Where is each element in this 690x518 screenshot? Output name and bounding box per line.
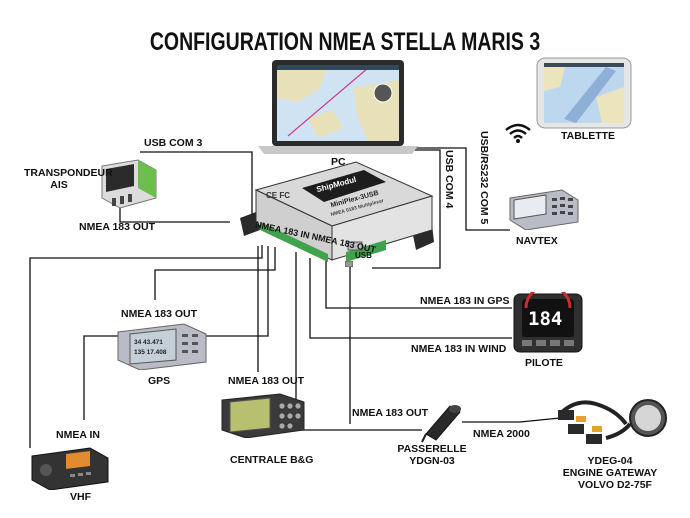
centrale-out-label: NMEA 183 OUT bbox=[228, 375, 305, 387]
gps-device bbox=[116, 322, 208, 371]
gps-screen-line2: 135 17.408 bbox=[134, 349, 167, 356]
ydeg-label-2: ENGINE GATEWAY bbox=[562, 467, 658, 479]
usb-com4-label: USB COM 4 bbox=[443, 150, 455, 209]
passerelle-label-1: PASSERELLE bbox=[397, 443, 467, 455]
usb-rs232-com5-label: USB/RS232 COM 5 bbox=[478, 131, 490, 225]
centrale-bg-device bbox=[220, 392, 306, 439]
wire-ais bbox=[119, 208, 230, 223]
tablet-device bbox=[536, 57, 632, 129]
centrale-label: CENTRALE B&G bbox=[230, 454, 314, 466]
ais-label-2: AIS bbox=[50, 179, 68, 191]
vhf-label: VHF bbox=[70, 491, 91, 503]
ydeg-label-3: VOLVO D2-75F bbox=[578, 479, 652, 491]
wire-passerelle bbox=[295, 252, 422, 431]
passerelle-label-2: YDGN-03 bbox=[409, 455, 455, 467]
miniplex-hub bbox=[236, 160, 436, 270]
pilote-gps-in-label: NMEA 183 IN GPS bbox=[420, 295, 510, 307]
ydeg-label-1: YDEG-04 bbox=[587, 455, 633, 467]
wire-nmea2000 bbox=[462, 417, 561, 423]
usb-com3-label: USB COM 3 bbox=[144, 137, 203, 149]
vhf-in-label: NMEA IN bbox=[56, 429, 100, 441]
wire-usb-com3 bbox=[140, 151, 253, 215]
wire-pilote-gps bbox=[325, 260, 512, 309]
wire-usb-com5 bbox=[410, 147, 510, 231]
wire-gps bbox=[154, 247, 276, 300]
gps-out-label: NMEA 183 OUT bbox=[121, 308, 198, 320]
pc-label: PC bbox=[331, 156, 346, 168]
ydeg-device bbox=[556, 394, 670, 454]
ais-out-label: NMEA 183 OUT bbox=[79, 221, 156, 233]
hub-usb-label: USB bbox=[355, 251, 372, 260]
passerelle-device bbox=[420, 400, 466, 444]
pc-laptop bbox=[258, 58, 418, 158]
gps-screen-line1: 34 43.471 bbox=[134, 339, 163, 346]
ais-transponder bbox=[94, 158, 162, 212]
vhf-device bbox=[30, 446, 110, 491]
tablet-label: TABLETTE bbox=[561, 130, 616, 142]
navtex-label: NAVTEX bbox=[516, 235, 558, 247]
pilote-wind-in-label: NMEA 183 IN WIND bbox=[411, 343, 507, 355]
diagram-title: CONFIGURATION NMEA STELLA MARIS 3 bbox=[149, 28, 541, 56]
ais-label-1: TRANSPONDEUR bbox=[24, 167, 113, 179]
pilote-screen-value: 184 bbox=[528, 308, 563, 330]
nmea2000-label: NMEA 2000 bbox=[473, 428, 530, 440]
passerelle-out-label: NMEA 183 OUT bbox=[352, 407, 429, 419]
pilote-label: PILOTE bbox=[525, 357, 563, 369]
pilote-device bbox=[512, 284, 584, 354]
usb-icon bbox=[344, 254, 354, 268]
gps-label: GPS bbox=[148, 375, 171, 387]
wire-vhf bbox=[29, 245, 263, 448]
wifi-icon bbox=[504, 122, 532, 144]
wire-usb-com4 bbox=[372, 149, 441, 269]
wire-pilote-wind bbox=[309, 258, 512, 339]
hub-cert-marks: CE FC bbox=[266, 191, 290, 200]
navtex-device bbox=[506, 188, 580, 231]
